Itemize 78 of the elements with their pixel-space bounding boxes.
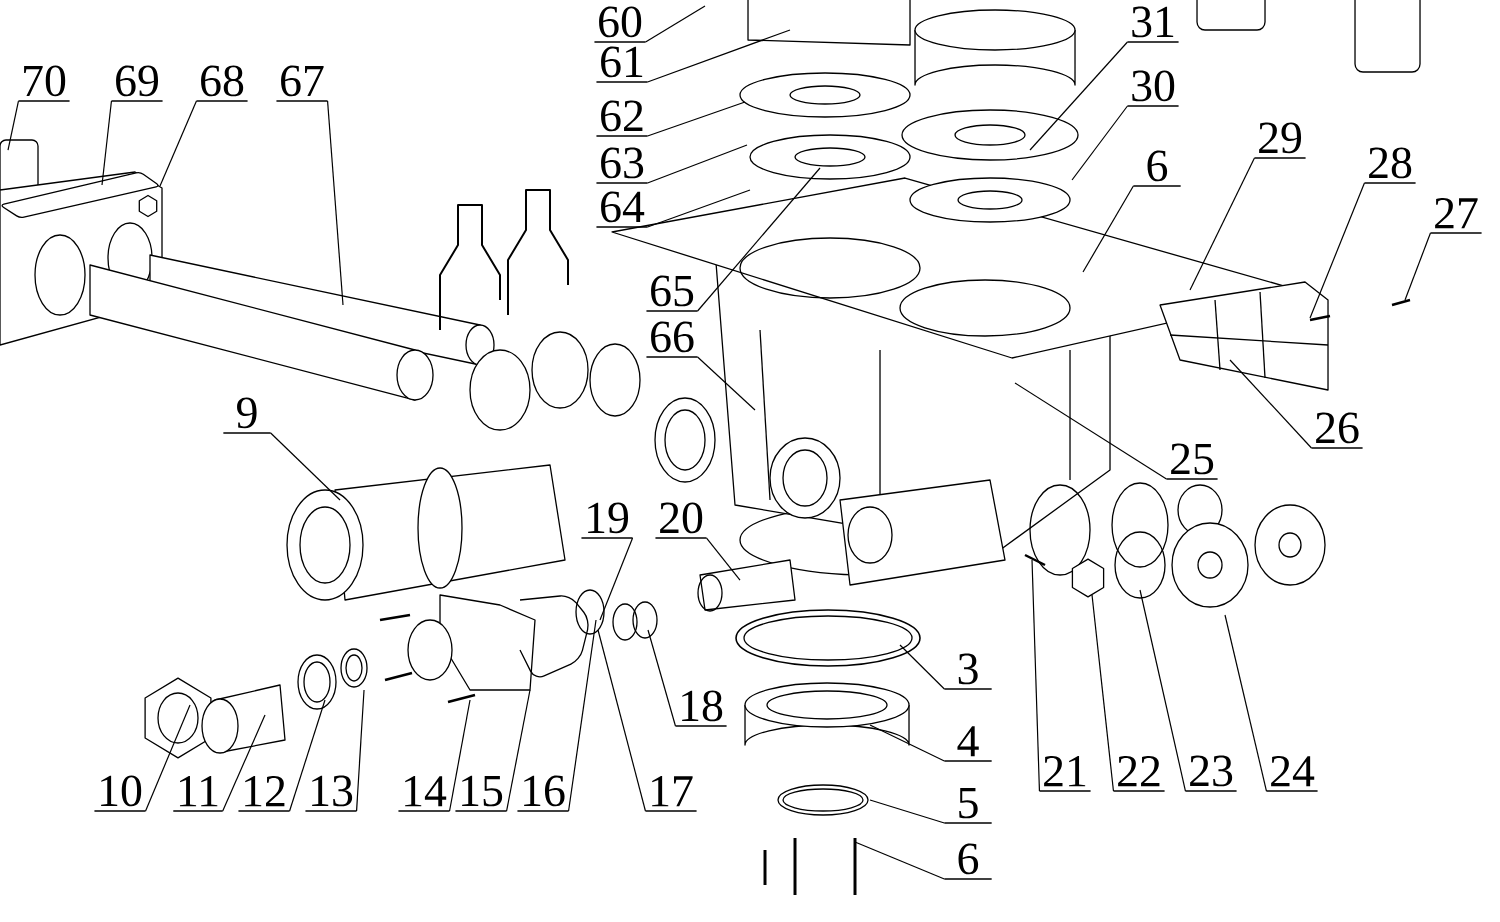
leader-line xyxy=(869,799,945,824)
callout-number: 63 xyxy=(595,147,649,184)
callout-number: 4 xyxy=(943,726,993,762)
leader-line xyxy=(326,100,344,306)
leader-line xyxy=(1224,614,1268,792)
callout-number: 6 xyxy=(1132,150,1182,187)
leader-line xyxy=(647,144,748,184)
leader-line xyxy=(647,629,677,727)
callout-number: 18 xyxy=(674,690,728,727)
leader-line xyxy=(1139,589,1187,792)
callout-number: 5 xyxy=(943,787,993,824)
leader-line xyxy=(270,432,341,501)
callout-number: 27 xyxy=(1429,198,1483,234)
callout-number: 24 xyxy=(1265,756,1319,792)
callout-number: 70 xyxy=(17,65,71,102)
callout-number: 61 xyxy=(595,46,649,83)
callout-number: 25 xyxy=(1165,443,1219,480)
leader-line xyxy=(1071,105,1129,181)
callout-number: 19 xyxy=(580,502,634,539)
callout-number: 14 xyxy=(397,776,451,812)
leader-line xyxy=(647,101,746,137)
callout-number: 69 xyxy=(110,65,164,102)
leader-line xyxy=(505,689,531,812)
callout-number: 6 xyxy=(943,843,993,880)
callout-number: 21 xyxy=(1038,756,1092,792)
callout-number: 62 xyxy=(595,100,649,137)
leader-line xyxy=(869,724,945,762)
callout-number: 30 xyxy=(1126,70,1180,107)
callout-number: 22 xyxy=(1112,756,1166,792)
leader-line xyxy=(1014,382,1168,480)
leader-line xyxy=(101,100,113,186)
leader-line xyxy=(599,537,634,621)
callout-number: 20 xyxy=(654,502,708,539)
callout-number: 66 xyxy=(645,321,699,358)
leader-line xyxy=(567,619,597,812)
callout-number: 31 xyxy=(1126,6,1180,43)
leader-line xyxy=(697,356,756,411)
callout-number: 67 xyxy=(275,65,329,102)
leader-line xyxy=(355,689,365,812)
leader-line xyxy=(899,644,945,690)
callout-number: 16 xyxy=(516,775,570,812)
leader-line xyxy=(597,629,647,812)
leader-line xyxy=(1189,157,1256,291)
leader-line xyxy=(1031,559,1041,792)
leader-line xyxy=(288,699,326,812)
leader-line xyxy=(647,29,791,83)
leader-line xyxy=(1091,594,1115,792)
callout-number: 26 xyxy=(1310,412,1364,449)
leader-line xyxy=(645,5,706,43)
leader-line xyxy=(1029,41,1129,151)
leader-line xyxy=(1404,232,1432,301)
callout-number: 60 xyxy=(593,6,647,43)
callout-number: 64 xyxy=(595,191,649,228)
callout-number: 28 xyxy=(1363,147,1417,184)
callout-number: 15 xyxy=(454,775,508,812)
callout-number: 23 xyxy=(1184,755,1238,792)
leader-line xyxy=(854,841,945,880)
callout-number: 17 xyxy=(644,776,698,812)
leader-line xyxy=(1309,182,1366,319)
leader-line xyxy=(706,537,741,581)
leader-line xyxy=(1082,185,1134,273)
leader-line xyxy=(448,699,471,812)
leader-line xyxy=(222,714,266,812)
callout-number: 29 xyxy=(1253,122,1307,159)
callout-number: 65 xyxy=(645,275,699,312)
callout-number: 13 xyxy=(304,775,358,812)
callout-number: 3 xyxy=(943,653,993,690)
callout-number: 12 xyxy=(237,776,291,812)
leader-line xyxy=(647,189,751,228)
leader-line xyxy=(1229,359,1313,449)
leader-line xyxy=(159,100,198,187)
leader-line xyxy=(7,100,20,151)
leader-line xyxy=(144,704,191,812)
leader-line xyxy=(697,167,821,312)
callout-number: 11 xyxy=(172,776,224,812)
callout-number: 9 xyxy=(222,397,272,434)
callout-number: 68 xyxy=(195,65,249,102)
callout-number: 10 xyxy=(93,775,147,812)
